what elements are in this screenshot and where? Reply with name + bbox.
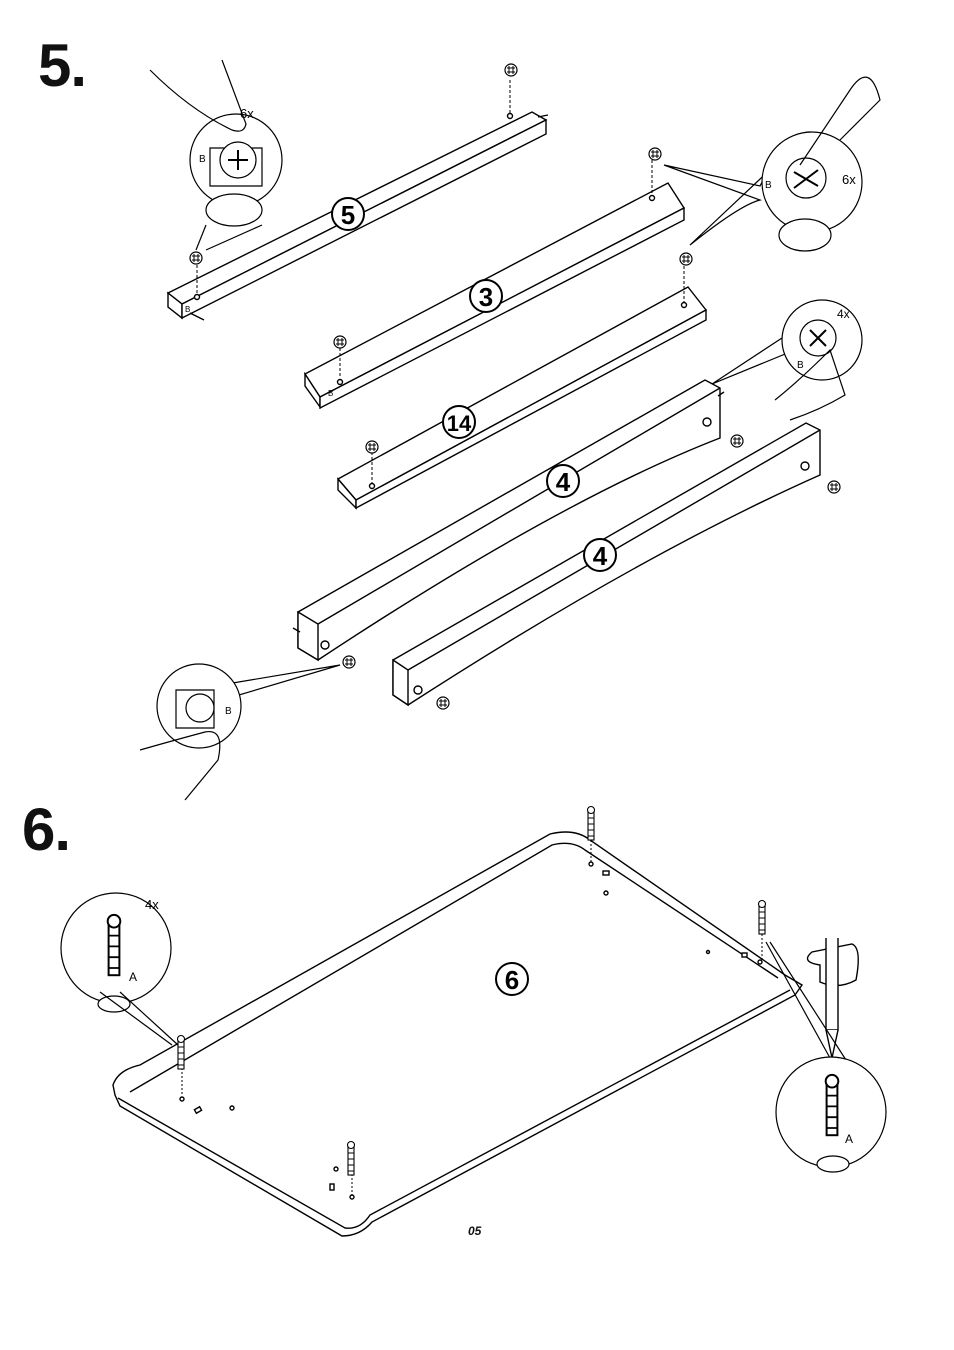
cam-lock-icon [505,64,517,76]
dowel-icon [108,915,121,975]
quantity-label: 6x [240,106,254,121]
cam-lock-detail-callout [150,60,282,250]
svg-text:6: 6 [505,965,519,995]
part-14-badge: 14 [443,406,475,438]
fitting-label: B [797,360,804,371]
dowel-icon [588,807,595,841]
fitting-label: A [129,970,137,984]
part-5-badge: 5 [332,198,364,230]
fitting-label: B [199,154,206,165]
cam-lock-icon [190,252,202,264]
cam-lock-icon [731,435,743,447]
cam-lock-icon [828,481,840,493]
cam-lock-icon [343,656,355,668]
edge-mark: B [328,389,333,398]
top-panel-6 [113,832,802,1236]
part-4-badge: 4 [584,539,616,571]
svg-text:3: 3 [479,282,493,312]
edge-mark: B [185,305,190,314]
svg-text:14: 14 [447,411,472,436]
quantity-label: 4x [145,897,159,912]
cam-lock-icon [334,336,346,348]
cam-lock-icon [437,697,449,709]
part-4-badge: 4 [547,465,579,497]
panel-14 [338,287,706,508]
cam-lock-detail-callout [140,664,340,800]
part-6-badge: 6 [496,963,528,995]
dowel-icon [348,1142,355,1176]
svg-text:5: 5 [341,200,355,230]
fitting-label: B [765,180,772,191]
dowel-icon [759,901,766,935]
svg-text:4: 4 [556,467,571,497]
cam-lock-detail-callout [664,77,880,251]
page-number: 05 [468,1224,481,1238]
cam-lock-icon [366,441,378,453]
cam-lock-icon [680,253,692,265]
cam-lock-icon [649,148,661,160]
dowel-icon [826,1075,839,1135]
fitting-label: B [225,706,232,717]
part-3-badge: 3 [470,280,502,312]
svg-text:4: 4 [593,541,608,571]
dowel-icon [178,1036,185,1070]
fitting-label: A [845,1132,853,1146]
quantity-label: 4x [837,307,850,321]
quantity-label: 6x [842,172,856,187]
